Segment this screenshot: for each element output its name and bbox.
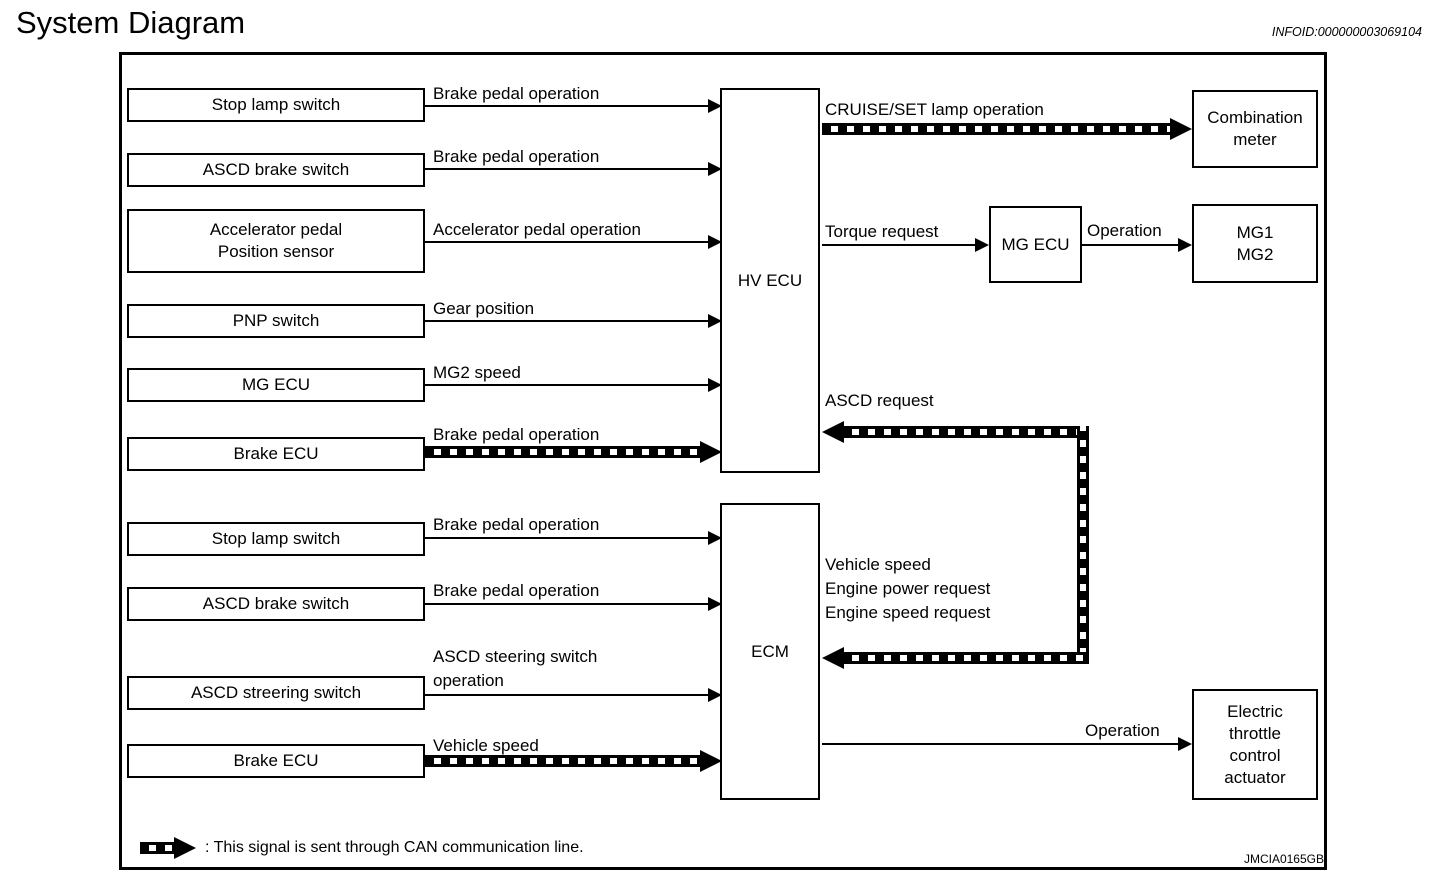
- arrow-head-icon: [708, 162, 722, 176]
- node-pnp-switch: PNP switch: [127, 304, 425, 338]
- can-arrow-head-icon: [822, 421, 844, 443]
- arrow-line-brake-pedal-2: [425, 168, 708, 170]
- arrow-line-mg-operation: [1082, 244, 1179, 246]
- arrow-line-brake-pedal-3: [425, 537, 708, 539]
- node-ascd-brake-switch-2: ASCD brake switch: [127, 587, 425, 621]
- node-ascd-brake-switch-1: ASCD brake switch: [127, 153, 425, 187]
- arrow-line-gear-position: [425, 320, 708, 322]
- arrow-line-throttle-operation: [822, 743, 1178, 745]
- figure-code: JMCIA0165GB: [1243, 852, 1324, 866]
- label-torque-request: Torque request: [825, 222, 939, 241]
- node-mg-ecu: MG ECU: [989, 206, 1082, 283]
- label-ascd-request: ASCD request: [825, 391, 934, 410]
- node-ascd-steering-switch: ASCD streering switch: [127, 676, 425, 710]
- diagram-frame: [119, 52, 1327, 870]
- arrow-head-icon: [1178, 737, 1192, 751]
- arrow-line-brake-pedal-4: [425, 603, 708, 605]
- infoid-label: INFOID:000000003069104: [1271, 25, 1422, 39]
- page-title: System Diagram: [16, 5, 246, 40]
- node-accelerator-pedal-position-sensor: Accelerator pedal Position sensor: [127, 209, 425, 273]
- arrow-head-icon: [975, 238, 989, 252]
- can-line-ecm-signals: [843, 652, 1089, 664]
- can-arrow-head-icon: [1170, 118, 1192, 140]
- arrow-line-torque-request: [822, 244, 976, 246]
- node-mg1-mg2: MG1 MG2: [1192, 204, 1318, 283]
- arrow-head-icon: [1178, 238, 1192, 252]
- arrow-head-icon: [708, 99, 722, 113]
- arrow-head-icon: [708, 531, 722, 545]
- arrow-line-brake-pedal-1: [425, 105, 708, 107]
- label-throttle-operation: Operation: [1085, 721, 1160, 740]
- node-stop-lamp-switch-1: Stop lamp switch: [127, 88, 425, 122]
- arrow-line-ascd-steering: [425, 694, 708, 696]
- label-ascd-steering-operation: ASCD steering switch operation: [433, 647, 598, 690]
- label-vehicle-speed-can: Vehicle speed: [433, 736, 539, 755]
- arrow-head-icon: [708, 378, 722, 392]
- label-gear-position: Gear position: [433, 299, 535, 318]
- legend-can-arrow-head-icon: [174, 837, 196, 859]
- label-mg-operation: Operation: [1087, 221, 1162, 240]
- node-combination-meter: Combination meter: [1192, 90, 1318, 168]
- can-line-cruise-set: [822, 123, 1172, 135]
- arrow-head-icon: [708, 597, 722, 611]
- legend-can-line-icon: [140, 842, 176, 854]
- node-electric-throttle-control-actuator: Electric throttle control actuator: [1192, 689, 1318, 800]
- arrow-head-icon: [708, 688, 722, 702]
- can-line-vehicle-speed: [425, 755, 703, 767]
- arrow-line-accelerator-pedal: [425, 241, 708, 243]
- can-line-brake-pedal: [425, 446, 703, 458]
- can-line-ascd-request: [843, 426, 1089, 438]
- node-ecm: ECM: [720, 503, 820, 800]
- label-brake-pedal-4: Brake pedal operation: [433, 581, 600, 600]
- node-mg-ecu-input: MG ECU: [127, 368, 425, 402]
- node-brake-ecu-2: Brake ECU: [127, 744, 425, 778]
- label-brake-pedal-2: Brake pedal operation: [433, 147, 600, 166]
- can-arrow-head-icon: [700, 441, 722, 463]
- label-brake-pedal-can: Brake pedal operation: [433, 425, 600, 444]
- legend-text: : This signal is sent through CAN commun…: [205, 839, 584, 856]
- label-cruise-set-lamp: CRUISE/SET lamp operation: [825, 100, 1044, 119]
- node-hv-ecu: HV ECU: [720, 88, 820, 473]
- arrow-head-icon: [708, 314, 722, 328]
- label-mg2-speed: MG2 speed: [433, 363, 521, 382]
- arrow-head-icon: [708, 235, 722, 249]
- label-accelerator-pedal-operation: Accelerator pedal operation: [433, 220, 641, 239]
- node-stop-lamp-switch-2: Stop lamp switch: [127, 522, 425, 556]
- label-ecm-can-signals: Vehicle speed Engine power request Engin…: [825, 555, 991, 622]
- label-brake-pedal-1: Brake pedal operation: [433, 84, 600, 103]
- arrow-line-mg2-speed: [425, 384, 708, 386]
- can-line-vertical: [1077, 426, 1089, 664]
- node-brake-ecu-1: Brake ECU: [127, 437, 425, 471]
- label-brake-pedal-3: Brake pedal operation: [433, 515, 600, 534]
- can-arrow-head-icon: [700, 750, 722, 772]
- can-arrow-head-icon: [822, 647, 844, 669]
